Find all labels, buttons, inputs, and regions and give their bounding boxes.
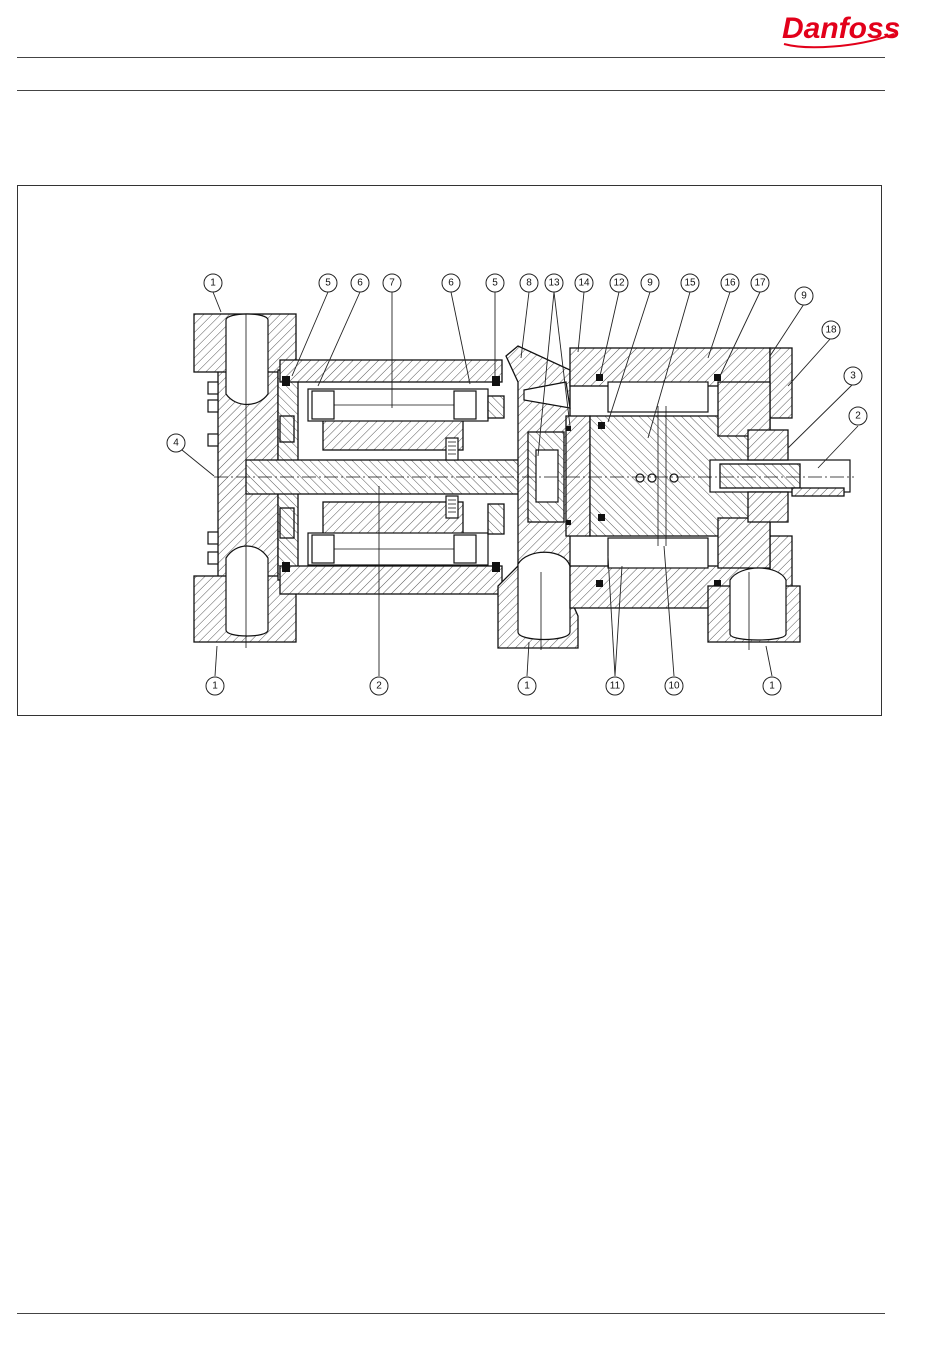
callout-label: 12 <box>613 278 625 289</box>
callout-1-top: 1 <box>204 274 222 312</box>
footer-rule <box>17 1313 885 1314</box>
callout-1-bottom-left: 1 <box>206 646 224 695</box>
callout-2-right: 2 <box>818 407 867 468</box>
callout-label: 10 <box>668 681 680 692</box>
left-flange-bolts <box>208 382 218 564</box>
callout-7: 7 <box>383 274 401 408</box>
callout-label: 15 <box>684 278 696 289</box>
callout-label: 1 <box>210 278 216 289</box>
callout-4: 4 <box>167 434 214 476</box>
callout-label: 1 <box>769 681 775 692</box>
drawing-frame: 1 5 6 7 6 5 8 <box>17 185 882 716</box>
callout-label: 17 <box>754 278 766 289</box>
callout-label: 3 <box>850 371 856 382</box>
callout-3: 3 <box>788 367 862 448</box>
brand-wordmark: Danfoss <box>782 12 900 45</box>
callout-label: 5 <box>492 278 498 289</box>
header-rule-bottom <box>17 90 885 91</box>
middle-port <box>518 552 570 639</box>
callout-label: 2 <box>855 411 861 422</box>
callout-label: 5 <box>325 278 331 289</box>
left-port-bottom <box>226 546 268 636</box>
callout-label: 6 <box>448 278 454 289</box>
callout-label: 7 <box>389 278 395 289</box>
callout-14: 14 <box>575 274 593 352</box>
danfoss-logo: Danfoss <box>776 4 900 54</box>
callout-label: 11 <box>610 681 621 692</box>
callout-label: 4 <box>173 438 179 449</box>
piston-bottom <box>308 533 488 565</box>
callout-label: 1 <box>212 681 218 692</box>
callout-label: 6 <box>357 278 363 289</box>
callout-label: 1 <box>524 681 530 692</box>
callout-1-bottom-right: 1 <box>763 646 781 695</box>
piston-top <box>308 389 488 421</box>
callout-18: 18 <box>788 321 840 386</box>
callout-label: 8 <box>526 278 532 289</box>
callout-label: 13 <box>548 278 560 289</box>
callout-1-bottom-middle: 1 <box>518 642 536 695</box>
callout-label: 16 <box>724 278 736 289</box>
callout-label: 14 <box>578 278 590 289</box>
callout-label: 2 <box>376 681 382 692</box>
callout-label: 9 <box>647 278 653 289</box>
callout-9-right: 9 <box>770 287 813 356</box>
valve-plate-assembly <box>528 416 590 536</box>
callout-label: 18 <box>825 325 837 336</box>
header-rule-top <box>17 57 885 58</box>
callout-8: 8 <box>520 274 538 358</box>
left-port-top <box>226 314 268 405</box>
pump-cross-section-drawing: 1 5 6 7 6 5 8 <box>18 186 881 715</box>
callout-label: 9 <box>801 291 807 302</box>
right-port <box>730 568 786 640</box>
